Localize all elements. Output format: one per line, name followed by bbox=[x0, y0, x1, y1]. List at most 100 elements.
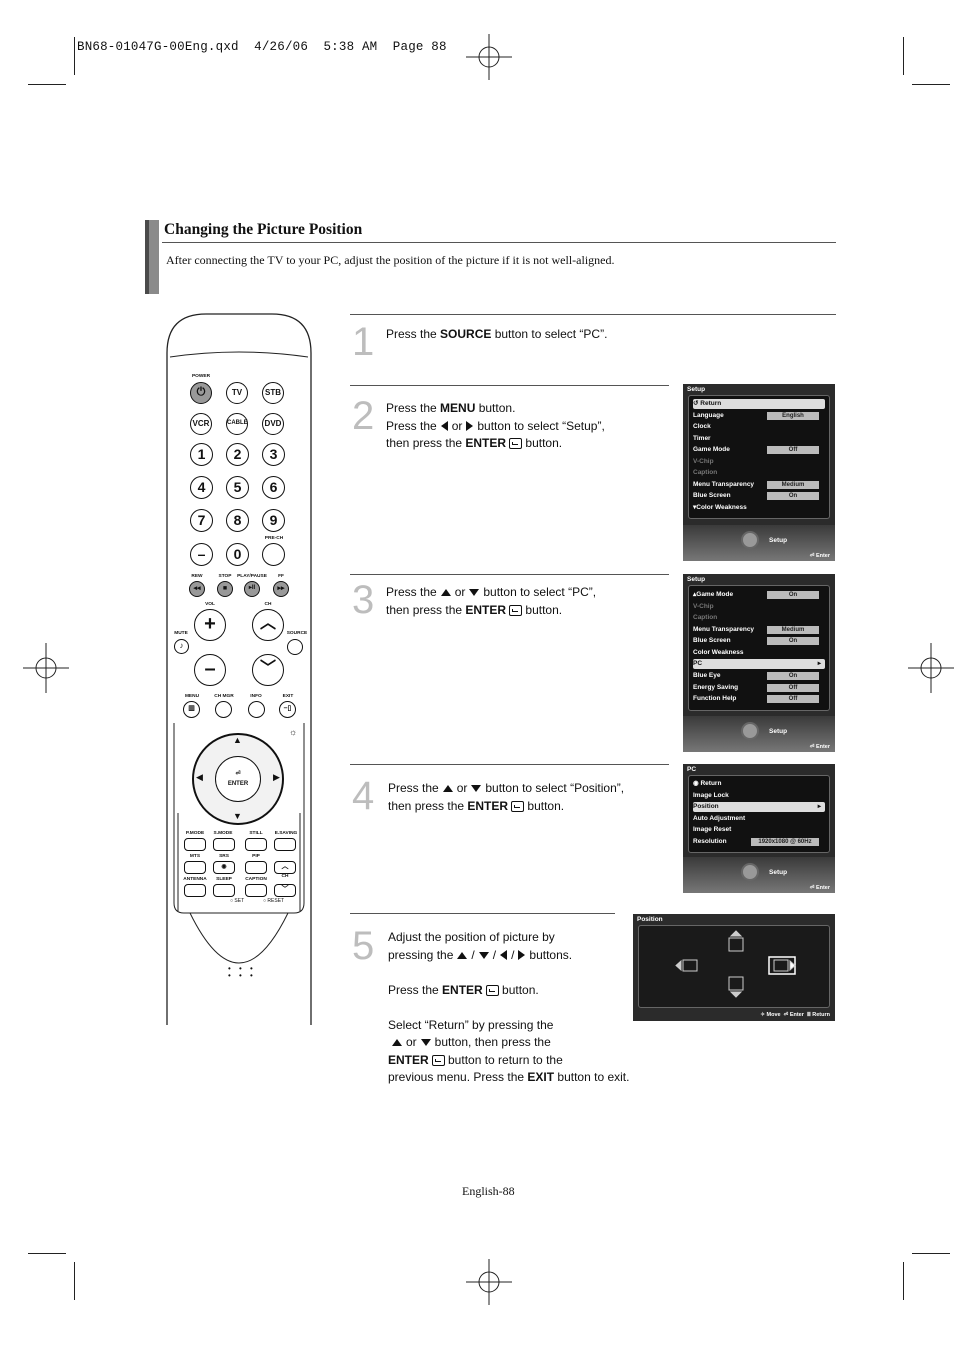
right-arrow-icon[interactable]: ▶ bbox=[273, 772, 280, 782]
p-mode-button[interactable] bbox=[184, 838, 206, 851]
still-button[interactable] bbox=[245, 838, 267, 851]
dvd-button[interactable]: DVD bbox=[262, 413, 284, 435]
vcr-button[interactable]: VCR bbox=[190, 413, 212, 435]
osd-row: Auto Adjustment bbox=[693, 814, 746, 822]
source-button[interactable] bbox=[287, 639, 303, 655]
digit-7-button[interactable]: 7 bbox=[190, 509, 213, 532]
enter-button[interactable]: ⏎ENTER bbox=[215, 756, 261, 802]
digit-3-button[interactable]: 3 bbox=[262, 443, 285, 466]
osd-row: Timer bbox=[693, 434, 711, 442]
osd-title: Position bbox=[637, 916, 663, 923]
step-5-rule bbox=[350, 913, 615, 914]
pip-button[interactable] bbox=[245, 861, 267, 874]
tv-button[interactable]: TV bbox=[226, 382, 248, 404]
up-arrow-icon bbox=[392, 1039, 402, 1047]
osd-row: ↺ Return bbox=[693, 399, 825, 409]
step-1-number: 1 bbox=[352, 320, 375, 364]
pip-channel-up-button[interactable]: ︿ bbox=[274, 861, 296, 874]
mute-button[interactable]: ♪ bbox=[174, 639, 189, 654]
registration-mark-top bbox=[466, 34, 512, 80]
digit-2-button[interactable]: 2 bbox=[226, 443, 249, 466]
right-arrow-icon bbox=[518, 950, 526, 961]
volume-up-button[interactable]: + bbox=[194, 609, 226, 641]
enter-icon bbox=[509, 438, 523, 450]
section-title: Changing the Picture Position bbox=[164, 221, 363, 238]
digit-9-button[interactable]: 9 bbox=[262, 509, 285, 532]
digit-6-button[interactable]: 6 bbox=[262, 476, 285, 499]
antenna-button[interactable] bbox=[184, 884, 206, 897]
volume-down-button[interactable]: – bbox=[194, 654, 226, 686]
channel-up-button[interactable]: ︿ bbox=[252, 609, 284, 641]
srs-button[interactable]: ◉ bbox=[213, 861, 235, 874]
right-arrow-icon bbox=[466, 421, 474, 432]
power-button[interactable]: ⏻ bbox=[190, 382, 212, 404]
digit-1-button[interactable]: 1 bbox=[190, 443, 213, 466]
info-button[interactable] bbox=[248, 701, 265, 718]
osd-row: Clock bbox=[693, 423, 711, 430]
cable-button[interactable]: CABLE bbox=[226, 413, 248, 435]
osd-row: ◉ Return bbox=[693, 780, 722, 787]
menu-button[interactable]: ▥ bbox=[183, 701, 200, 718]
rewind-button[interactable]: ◂◂ bbox=[189, 581, 205, 597]
stb-button[interactable]: STB bbox=[262, 382, 284, 404]
gear-icon bbox=[741, 722, 759, 740]
left-arrow-icon[interactable]: ◀ bbox=[196, 772, 203, 782]
osd-enter-hint: ⏎ Enter bbox=[809, 553, 830, 559]
step-1-text: Press the SOURCE button to select “PC”. bbox=[386, 327, 608, 341]
up-arrow-icon bbox=[440, 589, 451, 597]
osd-title: Setup bbox=[687, 576, 706, 583]
step-5-number: 5 bbox=[352, 924, 375, 968]
fast-forward-button[interactable]: ▸▸ bbox=[273, 581, 289, 597]
stop-button[interactable]: ■ bbox=[217, 581, 233, 597]
step-2-number: 2 bbox=[352, 394, 375, 438]
up-arrow-icon[interactable]: ▲ bbox=[233, 735, 242, 745]
sleep-button[interactable] bbox=[213, 884, 235, 897]
caption-button[interactable] bbox=[245, 884, 267, 897]
osd-row: V-Chip bbox=[693, 602, 714, 610]
digit-4-button[interactable]: 4 bbox=[190, 476, 213, 499]
osd-row: Caption bbox=[693, 469, 718, 476]
speaker-dots: • • •• • • bbox=[228, 964, 256, 980]
pip-channel-down-button[interactable]: ﹀ bbox=[274, 884, 296, 897]
reset-button[interactable]: ○ RESET bbox=[263, 898, 285, 904]
digit-8-button[interactable]: 8 bbox=[226, 509, 249, 532]
navigation-ring[interactable] bbox=[192, 733, 284, 825]
section-intro: After connecting the TV to your PC, adju… bbox=[166, 253, 615, 267]
osd-row: Image Reset bbox=[693, 826, 732, 833]
s-mode-button[interactable] bbox=[213, 838, 235, 851]
e-saving-button[interactable] bbox=[274, 838, 296, 851]
return-icon: Ⅲ bbox=[806, 1012, 811, 1018]
play-pause-button[interactable]: ▸II bbox=[244, 581, 260, 597]
digit-5-button[interactable]: 5 bbox=[226, 476, 249, 499]
ch-mgr-button[interactable] bbox=[215, 701, 232, 718]
osd-row: Caption bbox=[693, 614, 718, 621]
pre-ch-button[interactable] bbox=[262, 543, 285, 566]
set-button[interactable]: ○ SET bbox=[230, 898, 245, 904]
channel-down-button[interactable]: ﹀ bbox=[252, 654, 284, 686]
step-1-rule bbox=[350, 314, 836, 315]
step-2-rule bbox=[350, 385, 669, 386]
osd-position-hints: ✧ Move ⏎ Enter Ⅲ Return bbox=[760, 1012, 830, 1018]
down-arrow-icon bbox=[478, 951, 489, 959]
osd-enter-hint: ⏎ Enter bbox=[809, 885, 830, 891]
enter-icon bbox=[431, 1054, 445, 1066]
dash-button[interactable]: – bbox=[190, 543, 213, 566]
osd-position-screen: Position ✧ Move ⏎ Enter Ⅲ Return bbox=[633, 914, 835, 1021]
mts-button[interactable] bbox=[184, 861, 206, 874]
digit-0-button[interactable]: 0 bbox=[226, 543, 249, 566]
registration-mark-bottom bbox=[466, 1259, 512, 1305]
remote-control: POWER ⏻ TV STB VCR CABLE DVD 1 2 3 4 5 6… bbox=[166, 313, 312, 1025]
enter-icon bbox=[511, 800, 525, 812]
enter-icon bbox=[509, 604, 523, 616]
exit-button[interactable]: –▯ bbox=[279, 701, 296, 718]
osd-row-selected: Position▸ bbox=[693, 802, 825, 812]
osd-row: V-Chip bbox=[693, 457, 714, 465]
down-arrow-icon[interactable]: ▼ bbox=[233, 811, 242, 821]
